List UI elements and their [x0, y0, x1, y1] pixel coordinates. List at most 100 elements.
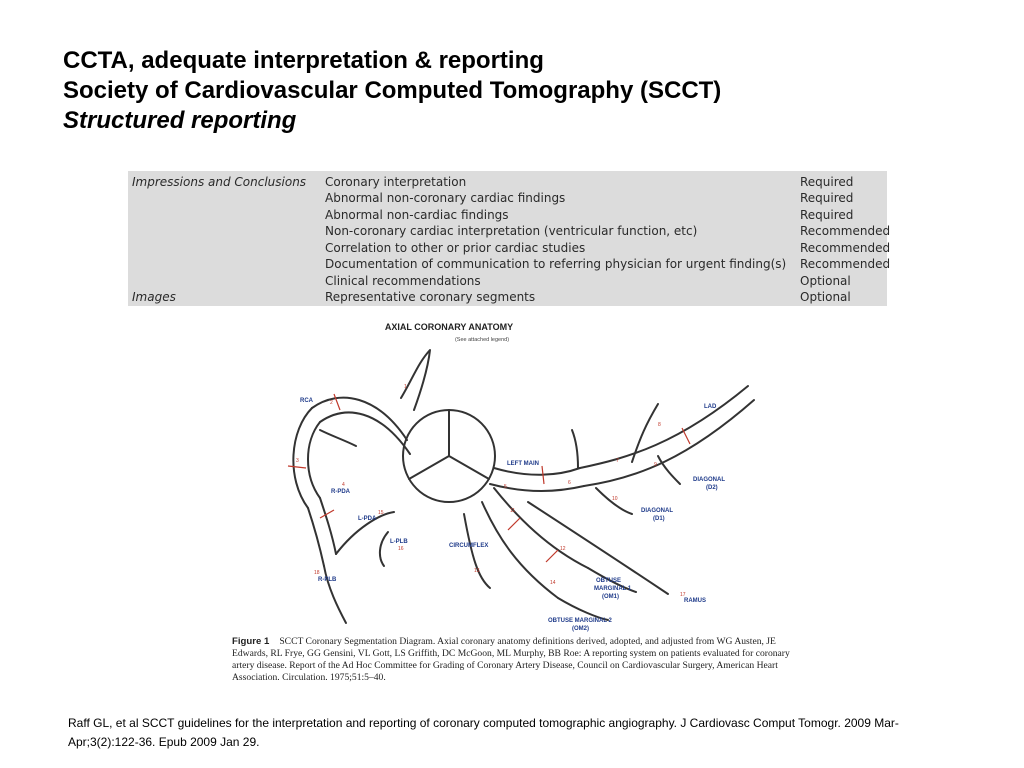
figure-caption-text: SCCT Coronary Segmentation Diagram. Axia…	[232, 636, 790, 683]
l-plb-vessel	[378, 531, 389, 567]
table-cell-status: Required	[800, 208, 854, 222]
r-pda-inner	[319, 497, 337, 555]
segment-number: 5	[504, 484, 507, 490]
circumflex-distal	[463, 513, 491, 589]
segment-number: 15	[378, 510, 384, 516]
label-om1-line3: (OM1)	[602, 594, 619, 600]
figure-title: AXIAL CORONARY ANATOMY	[385, 322, 513, 332]
rca-mid-inner	[307, 421, 321, 499]
segment-number: 2	[330, 400, 333, 406]
segment-number: 11	[510, 508, 515, 514]
diagonal-d2-vessel	[657, 455, 681, 485]
table-row: Abnormal non-cardiac findings Required	[128, 207, 887, 223]
label-om2-line2: (OM2)	[572, 626, 589, 632]
label-om1-line2: MARGINAL 1	[594, 586, 632, 592]
segment-number: 9	[654, 462, 657, 468]
label-om2-line1: OBTUSE MARGINAL 2	[548, 618, 613, 624]
table-cell-item: Coronary interpretation	[325, 175, 467, 189]
label-diagonal-d1-code: (D1)	[653, 516, 665, 522]
circumflex-lower	[481, 501, 559, 599]
segment-number: 4	[342, 482, 345, 488]
table-cell-status: Required	[800, 175, 854, 189]
table-row: Non-coronary cardiac interpretation (ven…	[128, 223, 891, 239]
table-cell-section: Images	[132, 290, 176, 304]
label-diagonal-d1: DIAGONAL	[641, 508, 673, 514]
citation-reference: Raff GL, et al SCCT guidelines for the i…	[68, 716, 899, 749]
label-lad: LAD	[704, 404, 717, 410]
table-row: Clinical recommendations Optional	[128, 273, 887, 289]
lad-upper	[579, 385, 749, 469]
label-r-plb: R-PLB	[318, 577, 337, 583]
slide-title-line3: Structured reporting	[63, 107, 297, 134]
coronary-anatomy-diagram: AXIAL CORONARY ANATOMY (See attached leg…	[287, 322, 755, 632]
label-l-pda: L-PDA	[358, 516, 377, 522]
l-pda-vessel	[335, 511, 395, 555]
figure-caption-label: Figure 1	[232, 636, 270, 647]
table-cell-status: Optional	[800, 290, 851, 304]
aortic-valve-lines	[408, 409, 490, 480]
segment-number: 1	[404, 384, 407, 390]
acute-marginal	[319, 429, 357, 447]
segment-number: 14	[550, 580, 556, 586]
label-om1-line1: OBTUSE	[596, 578, 621, 584]
table-cell-item: Correlation to other or prior cardiac st…	[325, 241, 586, 255]
om1-vessel	[587, 567, 637, 593]
table-cell-status: Required	[800, 191, 854, 205]
ramus-vessel	[527, 501, 669, 595]
table-cell-item: Representative coronary segments	[325, 290, 536, 304]
conus-branch	[400, 349, 431, 411]
table-row: Impressions and Conclusions Coronary int…	[128, 174, 887, 190]
left-main-upper	[493, 467, 581, 476]
diagonal-d1-vessel	[595, 487, 633, 515]
rca-mid-outer	[292, 407, 313, 509]
table-cell-item: Abnormal non-cardiac findings	[325, 208, 509, 222]
table-cell-item: Non-coronary cardiac interpretation (ven…	[325, 224, 698, 238]
table-row: Images Representative coronary segments …	[128, 289, 887, 305]
segment-number: 16	[398, 546, 404, 552]
septal-branch-1	[631, 403, 659, 463]
lad-lower	[583, 399, 755, 487]
segment-number: 12	[560, 546, 566, 552]
table-row: Documentation of communication to referr…	[128, 256, 891, 272]
table-cell-status: Optional	[800, 274, 851, 288]
label-rca: RCA	[300, 398, 314, 404]
rca-proximal-upper	[311, 396, 408, 441]
table-cell-status: Recommended	[800, 257, 891, 271]
label-ramus: RAMUS	[684, 598, 706, 604]
figure-subtitle: (See attached legend)	[455, 337, 509, 343]
label-diagonal-d2: DIAGONAL	[693, 477, 725, 483]
table-cell-item: Abnormal non-coronary cardiac findings	[325, 191, 566, 205]
table-cell-status: Recommended	[800, 241, 891, 255]
table-cell-status: Recommended	[800, 224, 891, 238]
table-cell-item: Documentation of communication to referr…	[325, 257, 787, 271]
segment-number: 18	[314, 570, 320, 576]
segment-number: 10	[612, 496, 618, 502]
table-row: Abnormal non-coronary cardiac findings R…	[128, 190, 887, 206]
table-cell-section: Impressions and Conclusions	[132, 175, 307, 189]
structured-report-table: Impressions and Conclusions Coronary int…	[128, 171, 891, 306]
slide-title-line1: CCTA, adequate interpretation & reportin…	[63, 47, 544, 74]
label-l-plb: L-PLB	[390, 539, 408, 545]
r-plb-vessel	[323, 565, 347, 624]
r-pda-outer	[307, 507, 325, 567]
table-cell-item: Clinical recommendations	[325, 274, 481, 288]
left-main-lower	[489, 483, 585, 492]
circumflex-upper	[493, 487, 589, 569]
segment-number: 13	[474, 568, 480, 574]
table-row: Correlation to other or prior cardiac st…	[128, 240, 891, 256]
septal-branch-2	[571, 429, 579, 469]
slide-title-line2: Society of Cardiovascular Computed Tomog…	[63, 77, 722, 104]
segment-number: 17	[680, 592, 686, 598]
label-diagonal-d2-code: (D2)	[706, 485, 718, 491]
rca-proximal-lower	[319, 411, 411, 455]
segment-number: 7	[616, 458, 619, 464]
label-circumflex: CIRCUMFLEX	[449, 543, 488, 549]
om2-vessel	[557, 597, 609, 621]
segment-boundary-marks	[287, 393, 691, 563]
segment-number: 6	[568, 480, 571, 486]
coronary-segmentation-figure: AXIAL CORONARY ANATOMY (See attached leg…	[228, 318, 798, 688]
label-r-pda: R-PDA	[331, 489, 351, 495]
segment-number: 3	[296, 458, 299, 464]
segment-number: 8	[658, 422, 661, 428]
